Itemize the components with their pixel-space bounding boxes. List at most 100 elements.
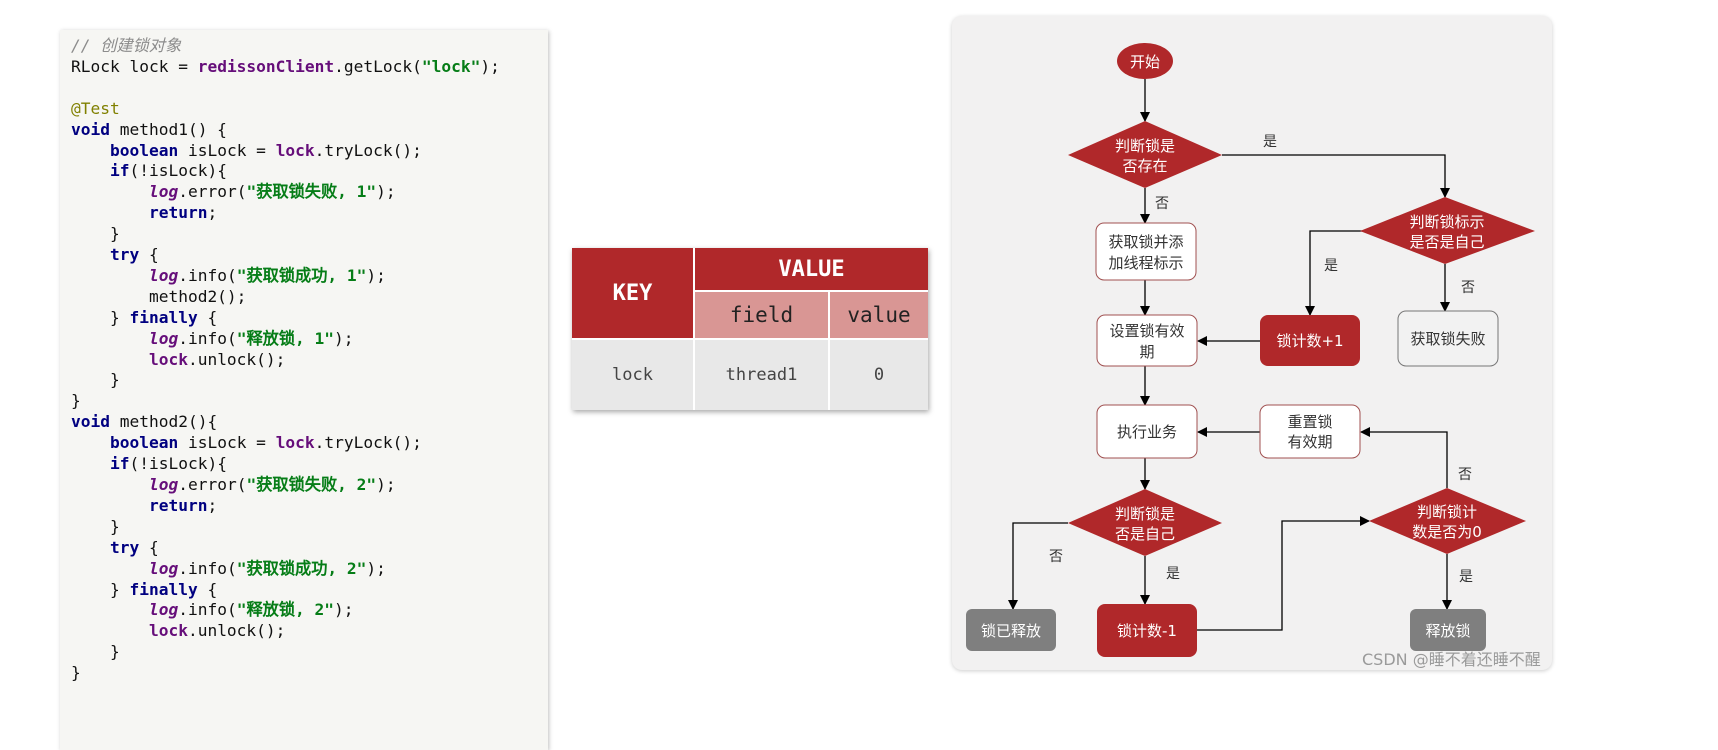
code-token: { [139, 537, 159, 557]
code-line: @Test [71, 99, 548, 120]
code-token: { [139, 245, 159, 265]
code-token: void [71, 119, 110, 139]
code-line: if(!isLock){ [71, 454, 548, 475]
code-token: method2(){ [109, 412, 218, 432]
code-token: log [148, 475, 179, 495]
lock-released-node: 锁已释放 [966, 609, 1056, 651]
svg-text:判断锁标示: 判断锁标示 [1409, 213, 1484, 231]
code-token: } [71, 663, 81, 683]
code-token: "释放锁, 2" [236, 600, 334, 620]
code-token: lock [275, 433, 315, 453]
code-token: } [71, 307, 130, 327]
code-token: return [148, 203, 208, 223]
code-token: ); [480, 56, 500, 76]
code-token: isLock = [178, 433, 276, 453]
code-token: boolean [109, 140, 179, 160]
label-yes: 是 [1459, 569, 1473, 585]
code-token: "获取锁成功, 1" [236, 265, 367, 285]
code-token: ; [207, 203, 218, 223]
svg-text:释放锁: 释放锁 [1425, 622, 1470, 640]
code-line: } [71, 517, 548, 538]
start-node: 开始 [1117, 43, 1173, 79]
code-line: void method1() { [71, 120, 548, 141]
code-token: return [148, 495, 208, 515]
code-token: "释放锁, 1" [236, 328, 334, 348]
code-token: ); [334, 600, 354, 620]
arrow-d4-reset [1360, 427, 1448, 488]
code-token: .info( [178, 265, 237, 285]
code-line: return; [71, 203, 548, 224]
code-token: RLock lock = [71, 56, 198, 76]
label-no: 否 [1461, 280, 1475, 296]
code-token: ); [376, 475, 396, 495]
decision-count-zero: 判断锁计 数是否为0 [1369, 488, 1526, 554]
code-line: boolean isLock = lock.tryLock(); [71, 141, 548, 162]
code-line: } [71, 391, 548, 412]
code-token: } [71, 516, 120, 536]
arrow-d2-inc [1305, 230, 1365, 316]
svg-text:加线程标示: 加线程标示 [1108, 254, 1183, 272]
code-line: } finally { [71, 580, 548, 601]
code-token: } [71, 642, 120, 662]
svg-text:锁计数+1: 锁计数+1 [1276, 332, 1343, 350]
code-token: try [109, 537, 140, 557]
code-token: lock [148, 621, 188, 641]
code-line: try { [71, 538, 548, 559]
code-token: (!isLock){ [129, 454, 227, 474]
svg-text:执行业务: 执行业务 [1117, 423, 1177, 441]
watermark: CSDN @睡不着还睡不醒 [1362, 650, 1541, 669]
code-token: "获取锁失败, 1" [246, 182, 377, 202]
code-token: ); [366, 558, 386, 578]
svg-text:判断锁计: 判断锁计 [1417, 503, 1477, 521]
code-line: try { [71, 245, 548, 266]
value-header: VALUE [695, 248, 928, 290]
key-header: KEY [572, 248, 693, 338]
row-key: lock [572, 340, 693, 410]
set-expire-node: 设置锁有效 期 [1096, 314, 1198, 367]
label-yes: 是 [1166, 566, 1180, 582]
code-line: boolean isLock = lock.tryLock(); [71, 433, 548, 454]
code-line: method2(); [71, 287, 548, 308]
code-token: log [148, 265, 179, 285]
svg-text:否是自己: 否是自己 [1115, 525, 1175, 543]
code-token: lock [148, 349, 188, 369]
code-token: method2(); [71, 286, 247, 306]
code-token: .getLock( [334, 56, 422, 76]
label-yes: 是 [1324, 258, 1338, 274]
svg-text:数是否为0: 数是否为0 [1412, 523, 1482, 541]
code-token: ); [334, 328, 354, 348]
svg-text:判断锁是: 判断锁是 [1115, 505, 1175, 523]
code-token: "获取锁成功, 2" [236, 558, 367, 578]
row-field: thread1 [695, 340, 828, 410]
acquire-lock-node: 获取锁并添 加线程标示 [1095, 222, 1197, 281]
arrow-d1-d2 [1222, 154, 1450, 198]
connectors [1008, 79, 1452, 631]
svg-text:开始: 开始 [1130, 53, 1160, 71]
svg-text:有效期: 有效期 [1287, 433, 1332, 451]
value-subheader: value [830, 292, 928, 338]
code-token: "lock" [421, 56, 481, 76]
svg-text:锁计数-1: 锁计数-1 [1117, 622, 1177, 640]
code-token: .tryLock(); [314, 433, 422, 453]
code-line: lock.unlock(); [71, 350, 548, 371]
count-inc-node: 锁计数+1 [1260, 315, 1360, 366]
code-token: } [71, 224, 120, 244]
code-line: } [71, 370, 548, 391]
code-token: try [109, 245, 140, 265]
code-token: { [197, 307, 218, 327]
code-token: (!isLock){ [129, 161, 227, 181]
svg-text:锁已释放: 锁已释放 [981, 622, 1041, 640]
code-token: } [71, 391, 81, 411]
reset-expire-node: 重置锁 有效期 [1259, 404, 1361, 459]
code-token: method1() { [109, 119, 227, 139]
code-line: log.info("获取锁成功, 1"); [71, 266, 548, 287]
label-no: 否 [1155, 196, 1169, 212]
code-token: if [109, 161, 130, 181]
code-token: log [148, 182, 179, 202]
code-line: return; [71, 496, 548, 517]
code-token: } [71, 579, 130, 599]
code-line: } [71, 642, 548, 663]
